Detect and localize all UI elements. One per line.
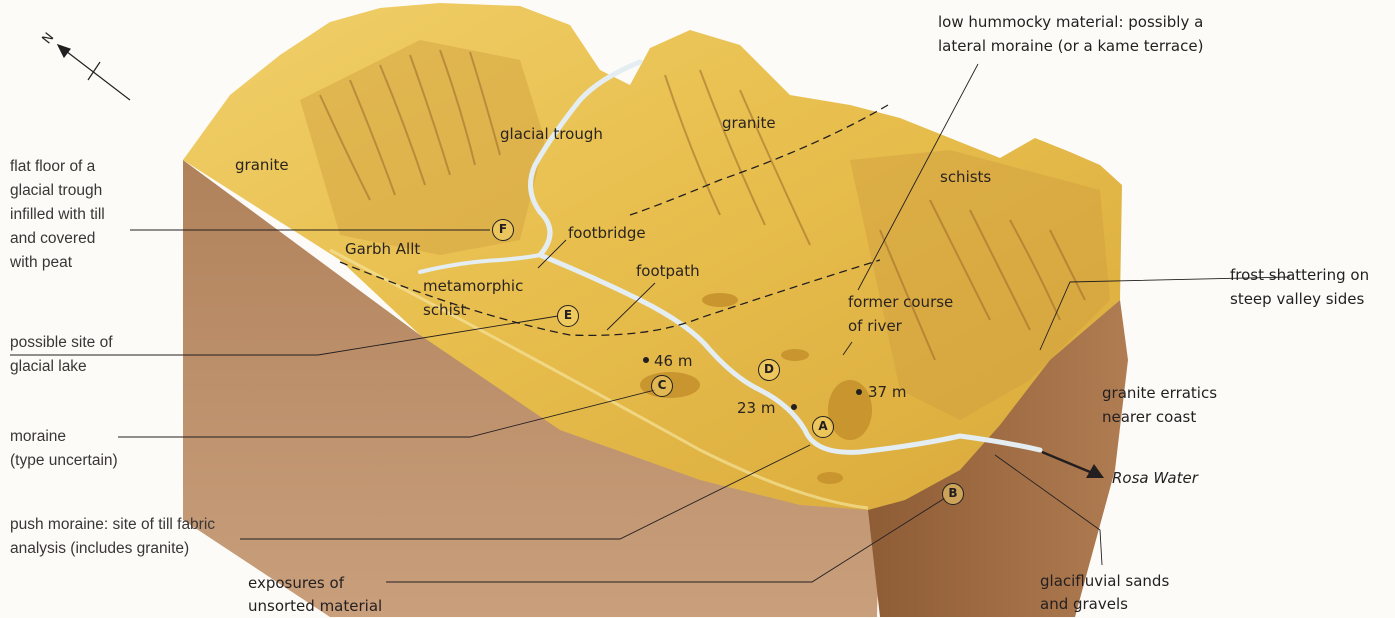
map-label-former-course-line-2: of river <box>848 314 953 338</box>
label-flat-floor-line-5: with peat <box>10 251 105 275</box>
label-frost: frost shattering on steep valley sides <box>1230 263 1369 311</box>
map-label-footpath: footpath <box>636 260 700 282</box>
label-moraine-line-2: (type uncertain) <box>10 449 118 473</box>
north-arrow-shaft <box>62 48 130 100</box>
hummock-small-1 <box>702 293 738 307</box>
elevation-37: 37 m <box>868 381 906 403</box>
elevation-46: 46 m <box>654 350 692 372</box>
map-label-footbridge: footbridge <box>568 222 646 244</box>
map-label-former-course-line-1: former course <box>848 290 953 314</box>
map-label-metamorphic-schist-line-2: schist <box>423 298 523 322</box>
north-arrowhead <box>58 45 70 57</box>
label-glacial-lake-line-2: glacial lake <box>10 355 113 379</box>
label-exposures: exposures of unsorted material <box>248 572 382 618</box>
map-label-metamorphic-schist-line-1: metamorphic <box>423 274 523 298</box>
label-push-moraine-line-2: analysis (includes granite) <box>10 537 215 561</box>
label-glacial-lake: possible site of glacial lake <box>10 331 113 379</box>
label-flat-floor-line-2: glacial trough <box>10 179 105 203</box>
elevation-dot-23 <box>791 404 797 410</box>
label-push-moraine: push moraine: site of till fabric analys… <box>10 513 215 561</box>
label-glacial-lake-line-1: possible site of <box>10 331 113 355</box>
elevation-dot-46 <box>643 357 649 363</box>
moraine-mound-a <box>828 380 872 440</box>
label-rosa-water: Rosa Water <box>1112 467 1198 489</box>
map-label-garbh-allt: Garbh Allt <box>345 238 420 260</box>
map-label-metamorphic-schist: metamorphic schist <box>423 274 523 322</box>
hummock-small-2 <box>781 349 809 361</box>
label-exposures-line-1: exposures of <box>248 572 382 595</box>
label-hummocky: low hummocky material: possibly a latera… <box>938 10 1203 58</box>
label-frost-line-1: frost shattering on <box>1230 263 1369 287</box>
elevation-23: 23 m <box>737 397 775 419</box>
map-label-granite-right: granite <box>722 112 776 134</box>
label-erratics-line-1: granite erratics <box>1102 381 1217 405</box>
map-label-glacial-trough: glacial trough <box>500 123 603 145</box>
label-glacifluvial: glacifluvial sands and gravels <box>1040 570 1169 616</box>
map-label-granite-left: granite <box>235 154 289 176</box>
label-hummocky-line-1: low hummocky material: possibly a <box>938 10 1203 34</box>
label-frost-line-2: steep valley sides <box>1230 287 1369 311</box>
site-marker-a: A <box>812 416 834 438</box>
label-glacifluvial-line-1: glacifluvial sands <box>1040 570 1169 593</box>
site-marker-d: D <box>758 359 780 381</box>
label-flat-floor-line-3: infilled with till <box>10 203 105 227</box>
label-hummocky-line-2: lateral moraine (or a kame terrace) <box>938 34 1203 58</box>
map-label-schists: schists <box>940 166 991 188</box>
label-exposures-line-2: unsorted material <box>248 595 382 618</box>
site-marker-b: B <box>942 483 964 505</box>
label-moraine-line-1: moraine <box>10 425 118 449</box>
north-arrow-tick <box>88 62 100 80</box>
hummock-small-3 <box>817 472 843 484</box>
elevation-dot-37 <box>856 389 862 395</box>
label-flat-floor: flat floor of a glacial trough infilled … <box>10 155 105 275</box>
label-moraine: moraine (type uncertain) <box>10 425 118 473</box>
label-erratics: granite erratics nearer coast <box>1102 381 1217 429</box>
site-marker-f: F <box>492 219 514 241</box>
label-flat-floor-line-4: and covered <box>10 227 105 251</box>
site-marker-c: C <box>651 375 673 397</box>
label-flat-floor-line-1: flat floor of a <box>10 155 105 179</box>
label-erratics-line-2: nearer coast <box>1102 405 1217 429</box>
site-marker-e: E <box>557 305 579 327</box>
north-arrow <box>58 45 130 100</box>
label-glacifluvial-line-2: and gravels <box>1040 593 1169 616</box>
map-label-former-course: former course of river <box>848 290 953 338</box>
label-push-moraine-line-1: push moraine: site of till fabric <box>10 513 215 537</box>
